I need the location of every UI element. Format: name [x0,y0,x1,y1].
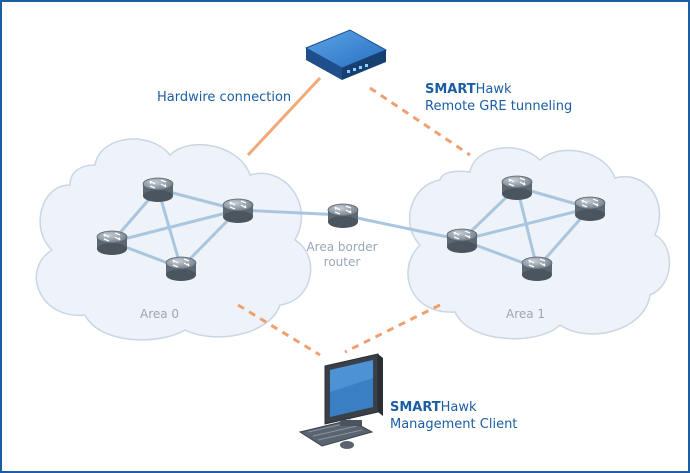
top-brand-label: SMARTHawk [425,82,512,98]
router-icon[interactable] [521,256,553,282]
client-subtitle: Management Client [390,417,518,432]
top-subtitle: Remote GRE tunneling [425,99,573,114]
hardwire-connection-line [246,76,322,157]
area-border-router-label: Area border router [306,240,378,270]
cloud-area-1 [407,147,671,340]
computer-workstation-icon[interactable] [298,353,383,449]
router-icon[interactable] [165,256,197,282]
client-brand-label: SMARTHawk [390,400,477,416]
abr-line-1: Area border [306,240,378,254]
area-border-router-icon[interactable] [327,203,359,229]
area-0-label: Area 0 [140,307,180,321]
router-icon[interactable] [501,175,533,201]
network-appliance-icon[interactable] [304,29,388,80]
client-brand-bold: SMART [390,400,441,415]
top-brand-rest: Hawk [475,82,512,97]
gre-tunnel-lines [237,86,471,357]
client-brand-rest: Hawk [440,400,477,415]
router-icon[interactable] [446,228,478,254]
router-icon[interactable] [222,198,254,224]
hardwire-connection-label: Hardwire connection [157,90,292,105]
abr-line-2: router [323,255,361,269]
area-1-label: Area 1 [506,307,546,321]
router-icon[interactable] [96,230,128,256]
top-brand-bold: SMART [425,82,476,97]
router-icon[interactable] [142,177,174,203]
router-icon[interactable] [574,196,606,222]
